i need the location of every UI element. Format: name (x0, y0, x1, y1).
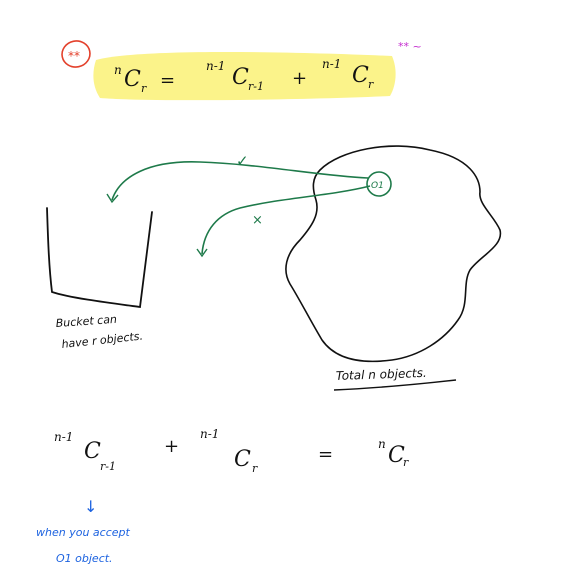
check-mark: ✓ (236, 152, 249, 170)
t1-super: n-1 (206, 59, 225, 73)
b-rhs-sub: r (403, 456, 409, 469)
b-t1-super: n-1 (54, 430, 73, 444)
t2-base: C (352, 63, 369, 88)
accept-note-line2: O1 object. (56, 552, 113, 565)
object-o1-circle (366, 171, 392, 197)
star-circle (61, 40, 91, 68)
t2-sub: r (368, 78, 374, 91)
total-underline (333, 379, 457, 391)
lhs-super: n (114, 63, 122, 77)
accept-note-line1: when you accept (36, 526, 130, 539)
total-caption: Total n objects. (336, 366, 427, 383)
accept-arrow-head (106, 193, 119, 204)
b-equals: = (318, 444, 333, 465)
object-o1-label: O1 (371, 181, 384, 191)
accept-arrow (111, 161, 369, 201)
star-mark: ** (68, 49, 80, 63)
b-t1-sub: r-1 (100, 460, 116, 473)
b-t1-base: C (84, 439, 101, 464)
bucket-caption-line2: have r objects. (61, 330, 144, 351)
down-arrow: ↓ (84, 497, 97, 516)
reject-arrow-head (196, 248, 208, 258)
t2-super: n-1 (322, 57, 341, 71)
total-objects-set: O1 Total n objects. (285, 145, 502, 391)
bucket-outline (46, 207, 153, 309)
side-note: ** ~ (398, 40, 422, 53)
top-formula: ** n C r = n-1 C r-1 + n-1 C r ** ~ (61, 40, 422, 101)
b-t2-base: C (234, 447, 251, 472)
b-plus: + (164, 436, 179, 457)
top-plus: + (292, 68, 307, 89)
reject-arrow (201, 185, 371, 255)
t1-base: C (232, 65, 249, 90)
formula-highlight (93, 52, 396, 101)
bottom-formula: n-1 C r-1 + n-1 C r = n C r ↓ when you a… (36, 427, 409, 565)
t1-sub: r-1 (248, 80, 264, 93)
lhs-sub: r (141, 82, 147, 95)
b-rhs-base: C (388, 443, 405, 468)
cross-mark: × (252, 213, 263, 228)
lhs-base: C (124, 67, 141, 92)
blob-outline (285, 145, 502, 363)
move-arrows: ✓ × (106, 152, 371, 258)
b-t2-super: n-1 (200, 427, 219, 441)
top-equals: = (160, 70, 175, 91)
b-t2-sub: r (252, 462, 258, 475)
b-rhs-super: n (378, 437, 386, 451)
bucket: Bucket can have r objects. (46, 207, 153, 351)
bucket-caption-line1: Bucket can (55, 313, 117, 330)
